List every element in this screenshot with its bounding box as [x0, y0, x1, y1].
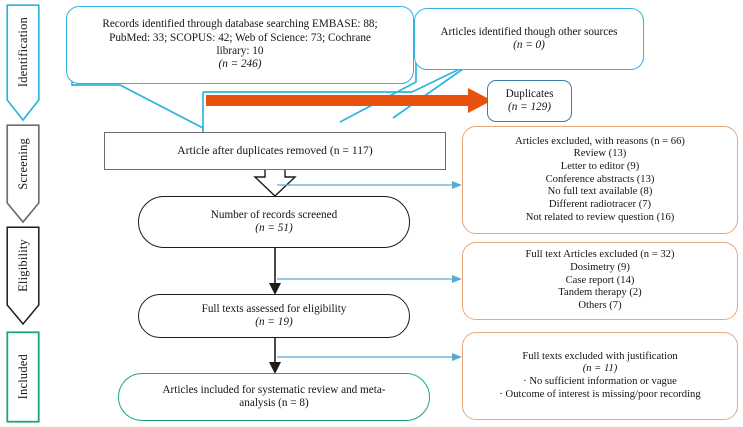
exclusion-2-header: Full text Articles excluded (n = 32): [525, 249, 675, 261]
stage-included: Included: [6, 331, 40, 423]
stage-label-identification: Identification: [15, 16, 30, 88]
stage-screening: Screening: [6, 124, 40, 224]
exclusion-2-reason-4: Others (7): [578, 300, 622, 312]
node-full-texts-assessed: Full texts assessed for eligibility (n =…: [138, 294, 410, 338]
exclusion-2-reason-1: Dosimetry (9): [570, 261, 630, 273]
other-sources-count: (n = 0): [513, 39, 545, 51]
other-sources-line-1: Articles identified though other sources: [440, 25, 618, 38]
node-other-sources: Articles identified though other sources…: [414, 8, 644, 70]
included-final-line-1: Articles included for systematic review …: [162, 383, 386, 396]
stage-label-included: Included: [15, 354, 30, 400]
exclusion-3-count: (n = 11): [582, 363, 618, 375]
node-included-final: Articles included for systematic review …: [118, 373, 430, 421]
exclusion-2-reason-3: Tandem therapy (2): [558, 287, 642, 299]
exclusion-3-reason-2: · Outcome of interest is missing/poor re…: [499, 388, 701, 400]
records-identified-count: (n = 246): [218, 58, 262, 71]
exclusion-1-reason-3: Conference abstracts (13): [545, 173, 655, 185]
stage-eligibility: Eligibility: [6, 226, 40, 326]
exclusion-arrow-3: [277, 353, 462, 361]
exclusion-1-reason-6: Not related to review question (16): [525, 211, 675, 223]
exclusion-3-header: Full texts excluded with justification: [522, 350, 678, 362]
stage-label-screening: Screening: [15, 137, 30, 190]
duplicates-line-1: Duplicates: [505, 87, 554, 100]
exclusion-arrow-1: [277, 181, 462, 189]
stage-label-eligibility: Eligibility: [15, 239, 30, 292]
node-after-duplicates-removed: Article after duplicates removed (n = 11…: [104, 132, 446, 170]
records-identified-line-2: PubMed: 33; SCOPUS: 42; Web of Science: …: [109, 31, 371, 44]
exclusion-1-reason-2: Letter to editor (9): [560, 160, 640, 172]
node-duplicates: Duplicates (n = 129): [487, 80, 572, 122]
after-duplicates-text: Article after duplicates removed (n = 11…: [177, 144, 373, 158]
exclusion-arrow-2: [277, 275, 462, 283]
node-records-identified: Records identified through database sear…: [66, 6, 414, 84]
exclusion-2-reason-2: Case report (14): [565, 274, 635, 286]
flow-arrow-hollow-1: [253, 170, 297, 197]
duplicates-merge-arrow: [206, 88, 492, 113]
exclusion-1-reason-1: Review (13): [573, 148, 627, 160]
records-identified-line-1: Records identified through database sear…: [102, 18, 378, 31]
exclusion-box-screening: Articles excluded, with reasons (n = 66)…: [462, 126, 738, 234]
records-screened-count: (n = 51): [255, 222, 293, 234]
node-records-screened: Number of records screened (n = 51): [138, 196, 410, 248]
full-texts-assessed-line-1: Full texts assessed for eligibility: [201, 302, 347, 315]
exclusion-box-inclusion: Full texts excluded with justification (…: [462, 332, 738, 420]
stage-identification: Identification: [6, 4, 40, 122]
duplicates-count: (n = 129): [508, 101, 551, 113]
records-identified-line-3: library: 10: [216, 45, 264, 57]
included-final-line-2: analysis (n = 8): [239, 397, 309, 409]
exclusion-1-reason-5: Different radiotracer (7): [548, 199, 652, 211]
exclusion-3-reason-1: · No sufficient information or vague: [523, 376, 677, 387]
exclusion-1-reason-4: No full text available (8): [547, 186, 653, 198]
flow-arrow-2: [269, 247, 281, 295]
full-texts-assessed-count: (n = 19): [255, 316, 293, 328]
exclusion-box-eligibility: Full text Articles excluded (n = 32) Dos…: [462, 242, 738, 320]
exclusion-1-header: Articles excluded, with reasons (n = 66): [515, 135, 685, 147]
records-screened-line-1: Number of records screened: [210, 208, 338, 221]
